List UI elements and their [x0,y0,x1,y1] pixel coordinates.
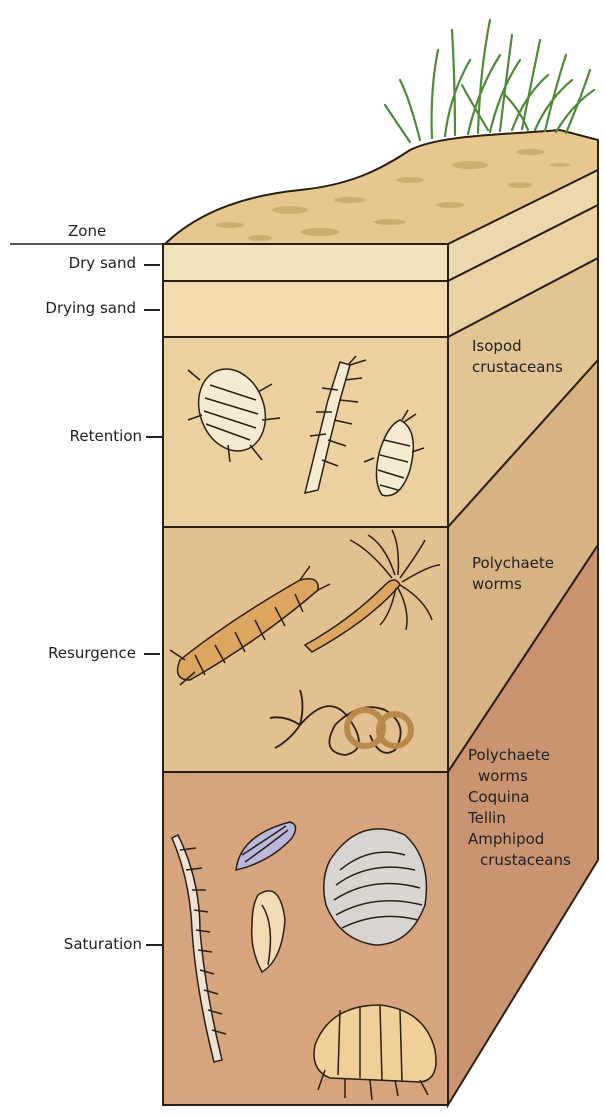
zone-tick-drying-sand [144,309,160,311]
organism-line: crustaceans [468,850,571,871]
layer-dry-sand [163,244,448,281]
layer-drying-sand [163,281,448,337]
organism-line: Polychaete [468,745,571,766]
organism-line: crustaceans [472,357,563,378]
zone-tick-retention [146,436,162,438]
organisms-retention-label: Isopod crustaceans [472,336,563,378]
organisms-resurgence-label: Polychaete worms [472,553,554,595]
zone-tick-dry-sand [144,264,160,266]
zone-tick-saturation [146,944,162,946]
zone-label-resurgence: Resurgence [48,644,136,662]
organism-line: Tellin [468,808,571,829]
organisms-saturation-label: Polychaete worms Coquina Tellin Amphipod… [468,745,571,871]
organism-line: Coquina [468,787,571,808]
zone-label-drying-sand: Drying sand [45,299,136,317]
organism-line: Amphipod [468,829,571,850]
zone-label-dry-sand: Dry sand [69,254,136,272]
organism-line: worms [472,574,554,595]
zone-heading: Zone [68,222,106,240]
organism-line: Polychaete [472,553,554,574]
organism-line: Isopod [472,336,563,357]
zone-label-retention: Retention [70,427,142,445]
grass-tuft [385,20,594,142]
zone-tick-resurgence [144,653,160,655]
organism-line: worms [468,766,571,787]
zone-label-saturation: Saturation [64,935,142,953]
